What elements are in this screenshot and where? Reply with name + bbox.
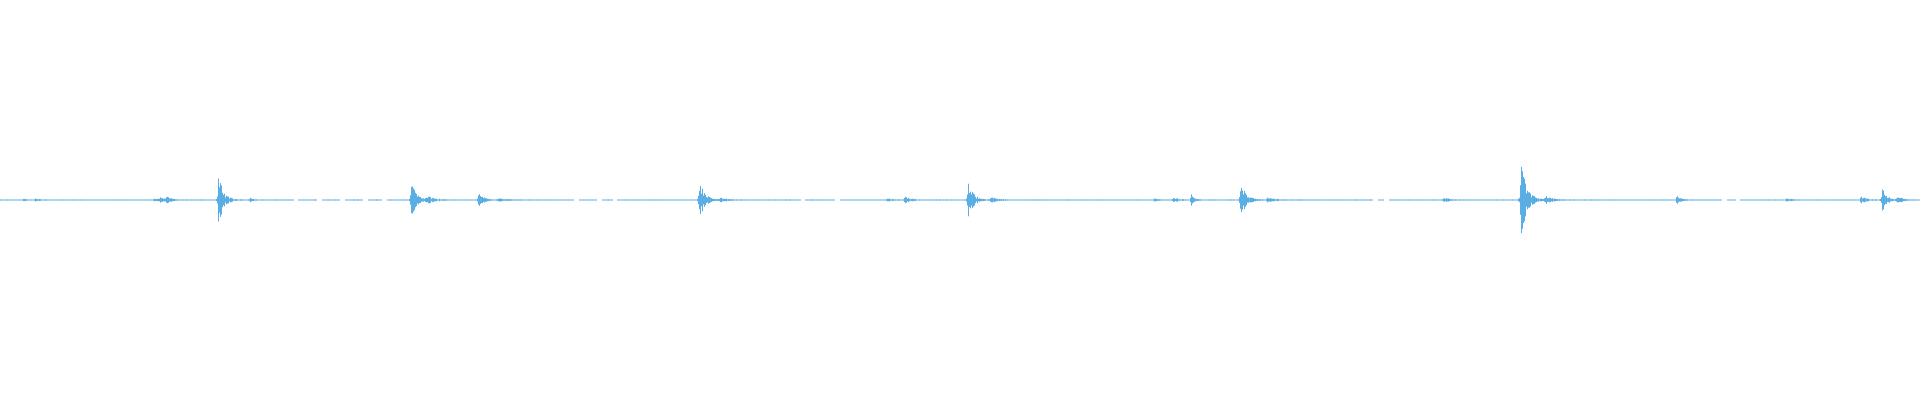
waveform-path bbox=[0, 166, 1920, 234]
waveform-trace bbox=[0, 166, 1920, 234]
